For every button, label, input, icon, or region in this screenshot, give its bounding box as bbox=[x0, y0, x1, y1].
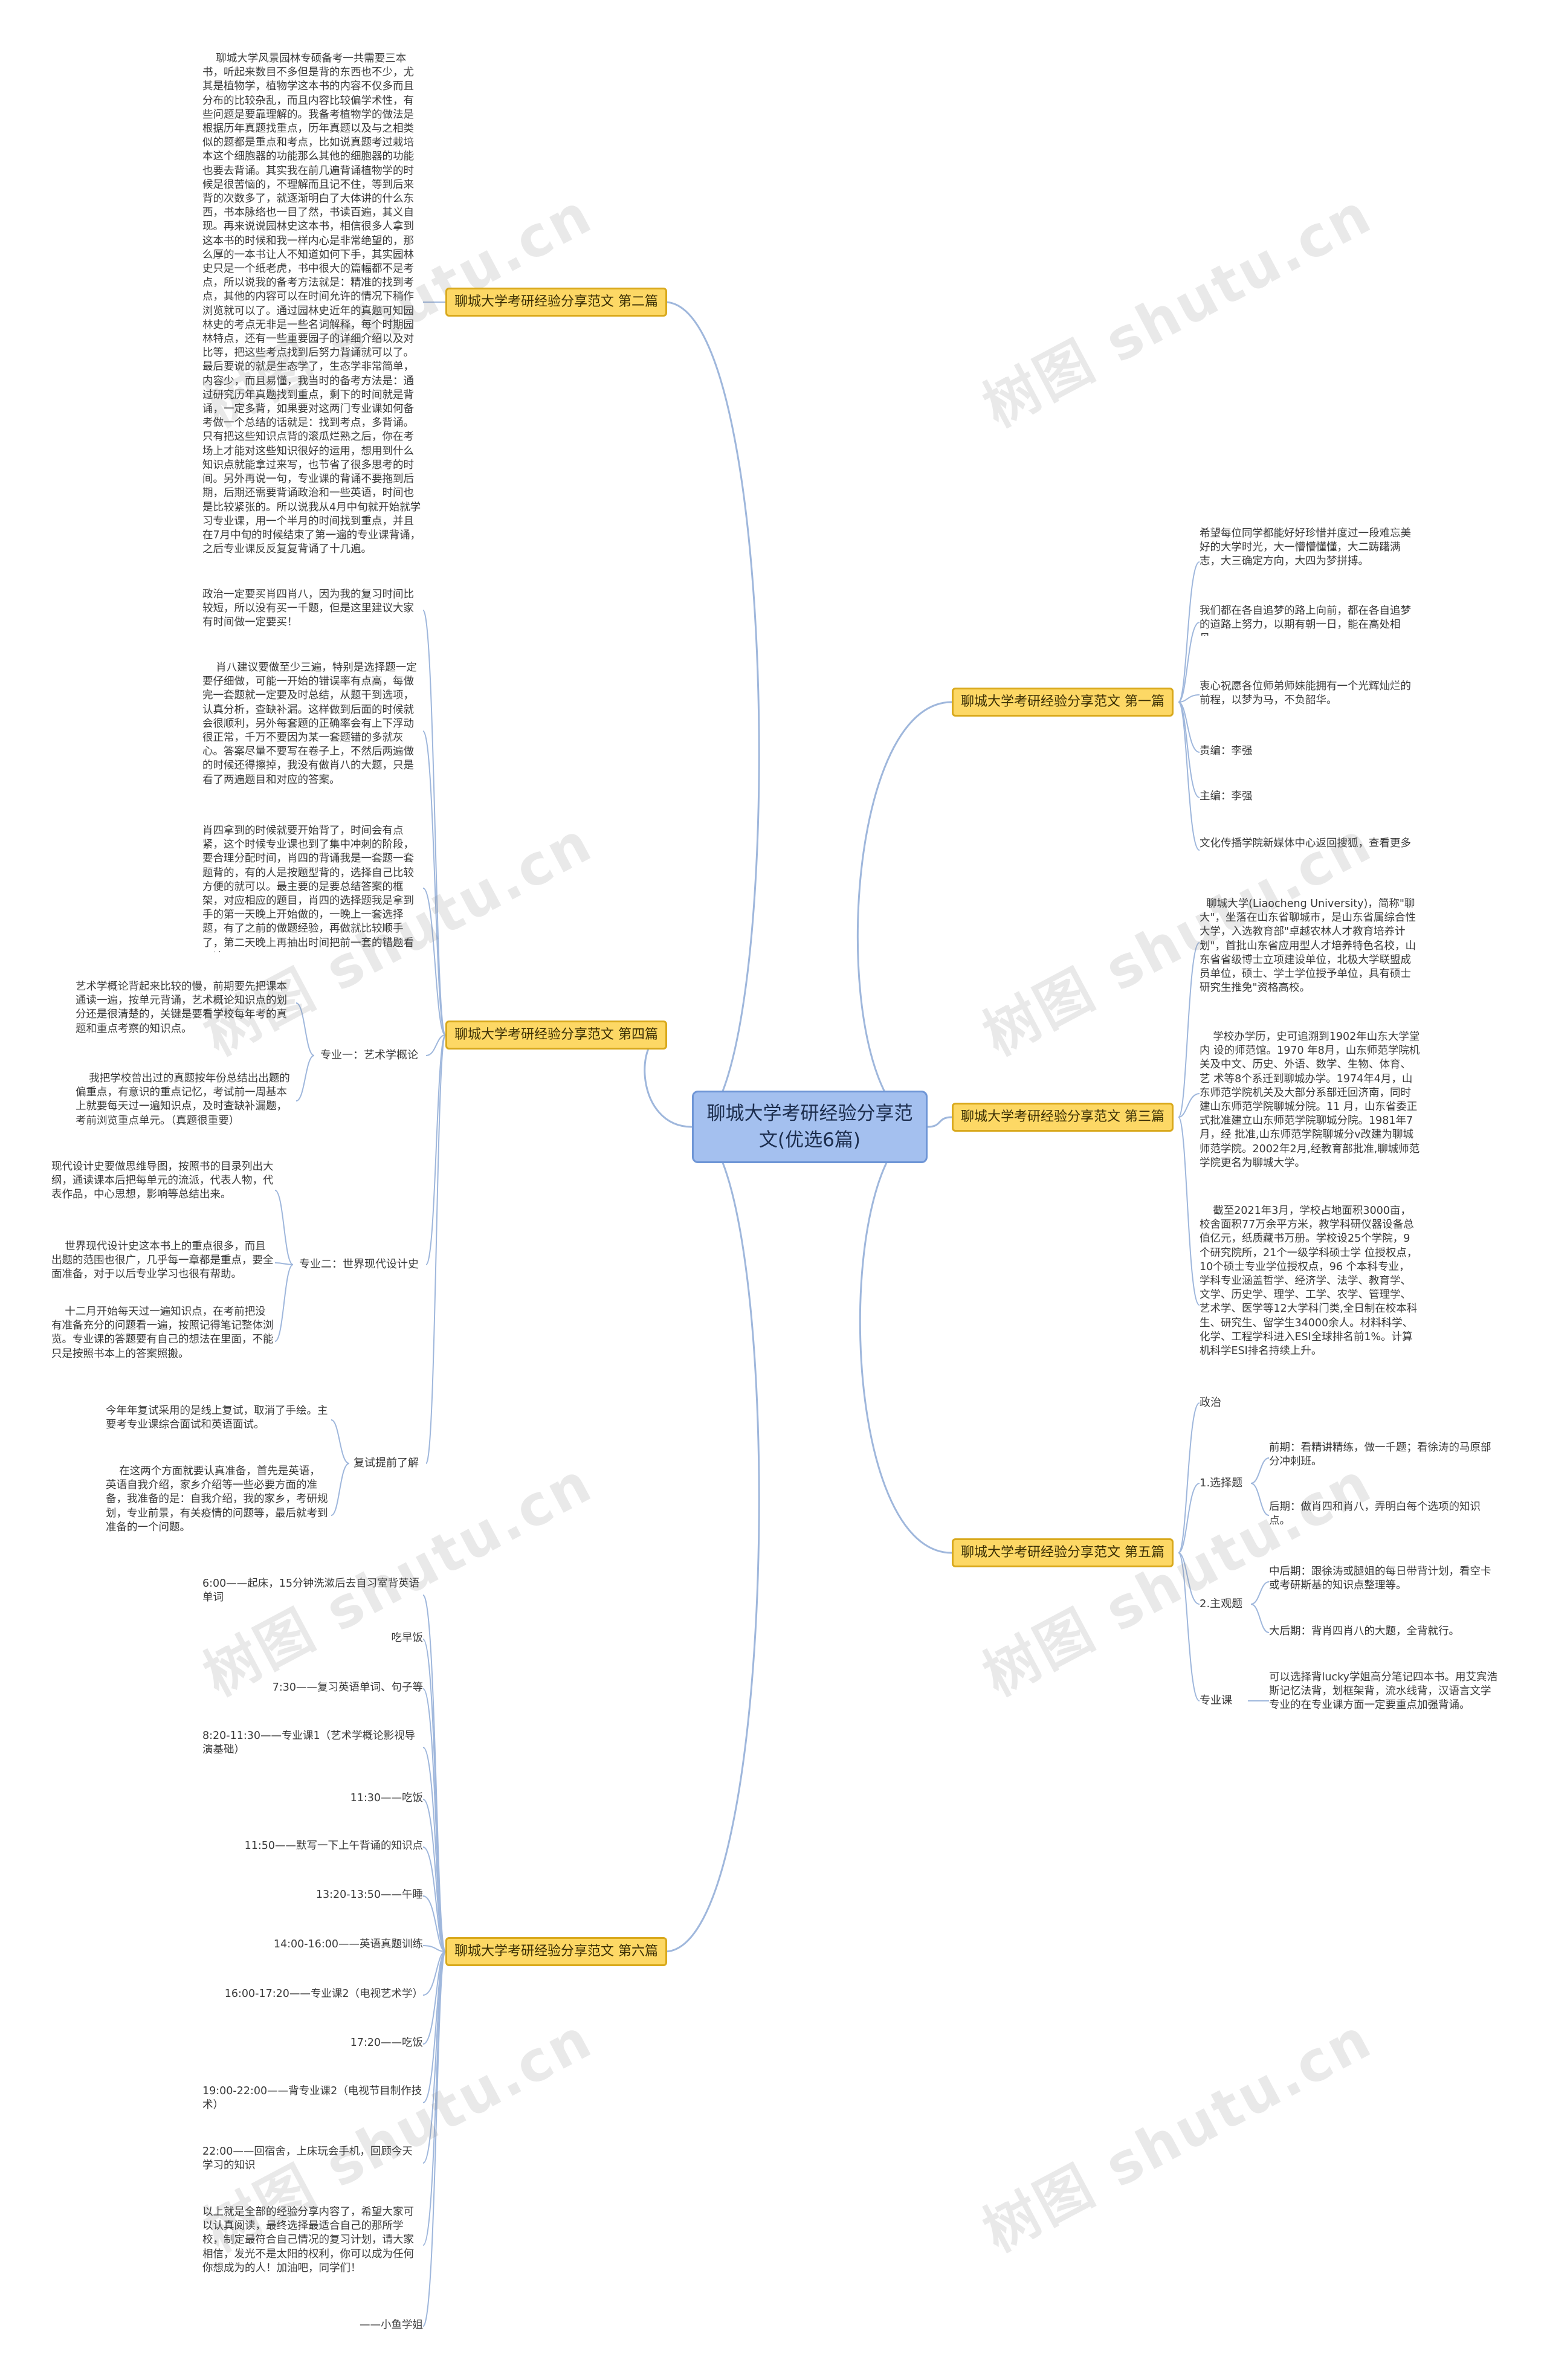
link-b5-2a bbox=[1250, 1581, 1270, 1605]
link-s2-a bbox=[274, 1190, 294, 1265]
leaf-part5-1a: 前期：看精讲精练，做一千题；看徐涛的马原部分冲刺班。 bbox=[1269, 1442, 1491, 1468]
link-b1-2 bbox=[1178, 622, 1200, 703]
link-b6-8 bbox=[422, 1945, 446, 1952]
schedule-item: 11:50——默写一下上午背诵的知识点 bbox=[244, 1840, 423, 1852]
link-b6-9 bbox=[422, 1951, 446, 1996]
link-root-b6 bbox=[664, 1126, 760, 1953]
leaf-part4-sub1-b: 我把学校曾出过的真题按年份总结出出题的偏重点，有意识的重点记忆，考试前一周基本上… bbox=[76, 1072, 290, 1127]
link-root-b3 bbox=[927, 1116, 952, 1128]
leaf-part4-sub3-a: 今年年复试采用的是线上复试，取消了手绘。主要考专业课综合面试和英语面试。 bbox=[106, 1405, 328, 1431]
schedule-item: 14:00-16:00——英语真题训练 bbox=[273, 1938, 423, 1950]
link-root-b1 bbox=[856, 701, 952, 1128]
root-topic[interactable]: 聊城大学考研经验分享范文(优选6篇) bbox=[692, 1091, 928, 1163]
leaf-part1-5: 主编：李强 bbox=[1200, 790, 1253, 802]
schedule-item: 22:00——回宿舍，上床玩会手机，回顾今天学习的知识 bbox=[202, 2146, 413, 2172]
link-s2-c bbox=[274, 1264, 294, 1342]
link-root-b5 bbox=[859, 1126, 952, 1554]
branch-part-1[interactable]: 聊城大学考研经验分享范文 第一篇 bbox=[952, 688, 1174, 717]
schedule-item: 8:20-11:30——专业课1（艺术学概论影视导演基础） bbox=[202, 1730, 416, 1756]
branch-part-6[interactable]: 聊城大学考研经验分享范文 第六篇 bbox=[445, 1937, 667, 1966]
leaf-part2-text: 聊城大学风景园林专硕备考一共需要三本书，听起来数目不多但是背的东西也不少，尤其是… bbox=[202, 53, 421, 556]
branch-part-2[interactable]: 聊城大学考研经验分享范文 第二篇 bbox=[445, 288, 667, 317]
leaf-part4-sub3-b: 在这两个方面就要认真准备，首先是英语，英语自我介绍，家乡介绍等一些必要方面的准备… bbox=[106, 1465, 328, 1533]
closing-paragraph: 以上就是全部的经验分享内容了，希望大家可以认真阅读，最终选择最适合自己的那所学校… bbox=[202, 2206, 414, 2274]
leaf-part3-3: 截至2021年3月，学校占地面积3000亩，校舍面积77万余平方米，教学科研仪器… bbox=[1200, 1205, 1418, 1358]
schedule-item: 6:00——起床，15分钟洗漱后去自习室背英语单词 bbox=[202, 1578, 420, 1604]
leaf-part4-xiao8: 肖八建议要做至少三遍，特别是选择题一定要仔细做，可能一开始的错误率有点高，每做完… bbox=[202, 662, 417, 786]
schedule-item: 吃早饭 bbox=[391, 1632, 424, 1644]
leaf-part3-2: 学校办学历，史可追溯到1902年山东大学堂内 设的师范馆。1970 年8月，山东… bbox=[1200, 1031, 1420, 1169]
leaf-part3-1: 聊城大学(Liaocheng University)，简称"聊大"，坐落在山东省… bbox=[1200, 898, 1416, 995]
link-b4-sub3 bbox=[425, 1034, 446, 1464]
link-b1-3 bbox=[1178, 694, 1200, 703]
link-root-b2 bbox=[664, 301, 760, 1128]
link-b5-1a bbox=[1250, 1457, 1270, 1484]
root-topic-label: 聊城大学考研经验分享范文(优选6篇) bbox=[706, 1103, 913, 1151]
link-b4-xiao8 bbox=[422, 730, 446, 1036]
leaf-part4-sub2-b: 世界现代设计史这本书上的重点很多，而且出题的范围也很广，几乎每一章都是重点，要全… bbox=[51, 1240, 274, 1281]
link-s2-b bbox=[274, 1262, 294, 1265]
link-b5-politics bbox=[1178, 1402, 1200, 1553]
leaf-part5-1b: 后期：做肖四和肖八，弄明白每个选项的知识点。 bbox=[1269, 1501, 1481, 1527]
link-b1-1 bbox=[1178, 561, 1200, 703]
link-s3-a bbox=[331, 1419, 350, 1464]
label-part5-politics[interactable]: 政治 bbox=[1200, 1396, 1221, 1409]
link-s1-a bbox=[296, 1002, 315, 1056]
leaf-part4-sub1-a: 艺术学概论背起来比较的慢，前期要先把课本通读一遍，按单元背诵，艺术概论知识点的划… bbox=[76, 981, 287, 1035]
schedule-item: 16:00-17:20——专业课2（电视艺术学） bbox=[224, 1988, 423, 2000]
link-b4-politics bbox=[422, 610, 446, 1036]
link-b6-7 bbox=[422, 1895, 446, 1952]
leaf-part1-1: 希望每位同学都能好好珍惜并度过一段难忘美好的大学时光，大一懵懵懂懂，大二踌躇满志… bbox=[1200, 527, 1411, 568]
link-b5-2b bbox=[1250, 1604, 1270, 1633]
link-b6-14 bbox=[422, 1951, 446, 2327]
leaf-part5-2a: 中后期：跟徐涛或腿姐的每日带背计划，看空卡或考研斯基的知识点整理等。 bbox=[1269, 1566, 1491, 1592]
leaf-part1-4: 责编：李强 bbox=[1200, 745, 1253, 757]
label-part5-sub3[interactable]: 专业课 bbox=[1200, 1694, 1232, 1707]
branch-part-5[interactable]: 聊城大学考研经验分享范文 第五篇 bbox=[952, 1538, 1174, 1567]
link-b4-sub1 bbox=[425, 1034, 446, 1056]
leaf-part1-3: 衷心祝愿各位师弟师妹能拥有一个光辉灿烂的前程，以梦为马，不负韶华。 bbox=[1200, 680, 1411, 707]
schedule-item: 19:00-22:00——背专业课2（电视节目制作技术） bbox=[202, 2085, 422, 2112]
link-b5-sub3 bbox=[1178, 1552, 1200, 1701]
link-b6-6 bbox=[422, 1846, 446, 1952]
link-b4-xiao4 bbox=[422, 888, 446, 1036]
schedule-item: 7:30——复习英语单词、句子等 bbox=[272, 1682, 423, 1694]
label-part4-sub2[interactable]: 专业二：世界现代设计史 bbox=[299, 1258, 419, 1271]
link-b1-6 bbox=[1178, 701, 1200, 851]
label-part5-sub2[interactable]: 2.主观题 bbox=[1200, 1598, 1243, 1610]
leaf-part1-6: 文化传播学院新媒体中心返回搜狐，查看更多 bbox=[1200, 837, 1411, 850]
leaf-part5-3a: 可以选择背lucky学姐高分笔记四本书。用艾宾浩斯记忆法背，划框架背，流水线背，… bbox=[1269, 1671, 1497, 1712]
link-b3-2 bbox=[1178, 1093, 1200, 1118]
link-s1-b bbox=[296, 1055, 315, 1101]
link-b3-1 bbox=[1178, 942, 1200, 1118]
leaf-part4-sub2-a: 现代设计史要做思维导图，按照书的目录列出大纲，通读课本后把每单元的流派，代表人物… bbox=[51, 1161, 274, 1201]
schedule-item: 13:20-13:50——午睡 bbox=[315, 1889, 423, 1901]
schedule-item: 11:30——吃饭 bbox=[350, 1792, 423, 1804]
branch-part-3[interactable]: 聊城大学考研经验分享范文 第三篇 bbox=[952, 1103, 1174, 1132]
label-part4-sub1[interactable]: 专业一：艺术学概论 bbox=[320, 1049, 418, 1062]
leaf-part1-2: 我们都在各自追梦的路上向前，都在各自追梦的道路上努力，以期有朝一日，能在高处相见… bbox=[1200, 605, 1411, 636]
link-b3-3 bbox=[1178, 1117, 1200, 1306]
branch-part-4[interactable]: 聊城大学考研经验分享范文 第四篇 bbox=[445, 1021, 667, 1050]
link-b5-sub2 bbox=[1178, 1552, 1200, 1605]
leaf-part4-sub2-c: 十二月开始每天过一遍知识点，在考前把没有准备充分的问题看一遍，按照记得笔记整体浏… bbox=[51, 1306, 274, 1360]
label-part5-sub1[interactable]: 1.选择题 bbox=[1200, 1477, 1243, 1489]
link-b5-sub1 bbox=[1178, 1483, 1200, 1553]
link-b5-1b bbox=[1250, 1483, 1270, 1516]
leaf-part4-xiao4: 肖四拿到的时候就要开始背了，时间会有点紧，这个时候专业课也到了集中冲刺的阶段，要… bbox=[202, 825, 414, 952]
label-part4-sub3[interactable]: 复试提前了解 bbox=[354, 1457, 419, 1469]
leaf-part5-2b: 大后期：背肖四肖八的大题，全背就行。 bbox=[1269, 1625, 1459, 1637]
schedule-item: 17:20——吃饭 bbox=[350, 2037, 423, 2049]
leaf-part4-politics: 政治一定要买肖四肖八，因为我的复习时间比较短，所以没有买一千题，但是这里建议大家… bbox=[202, 589, 414, 629]
link-s3-b bbox=[331, 1463, 350, 1516]
author-signature: ——小鱼学姐 bbox=[360, 2319, 423, 2331]
link-b4-sub2 bbox=[425, 1034, 446, 1265]
link-b6-5 bbox=[422, 1799, 446, 1952]
